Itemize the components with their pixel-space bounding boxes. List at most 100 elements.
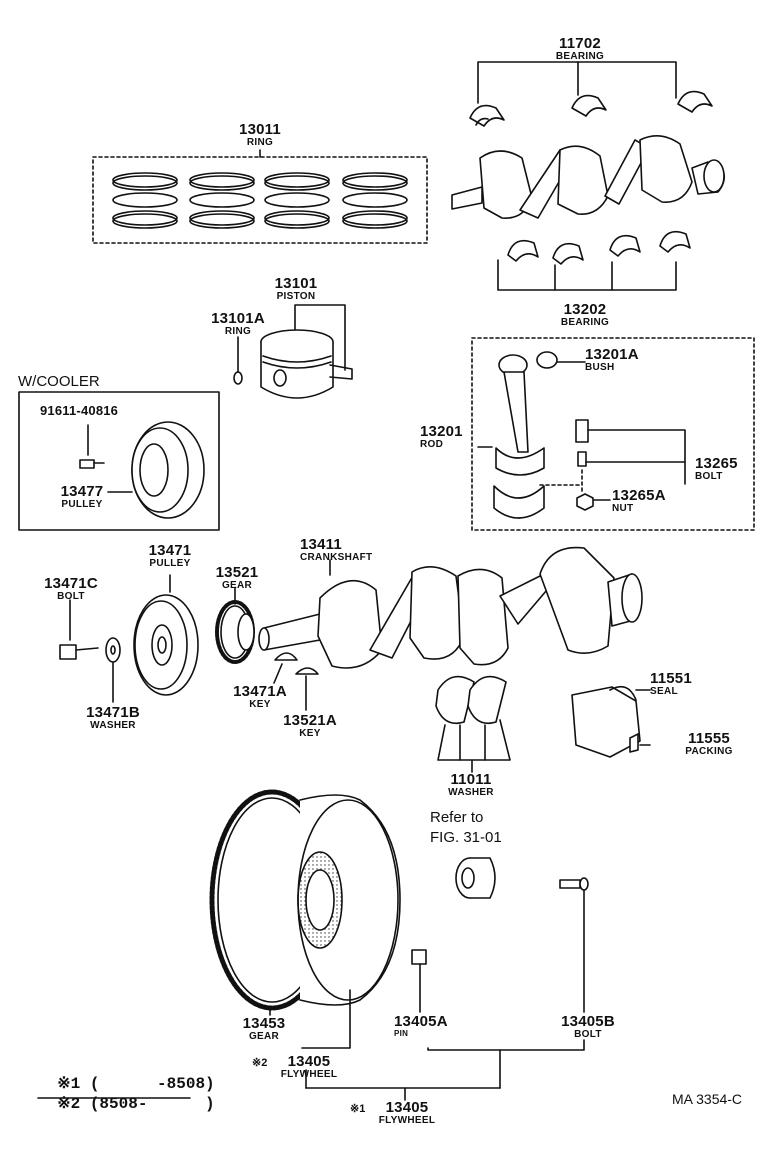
label-bolt-91611: 91611-40816 — [40, 404, 118, 417]
pulley-bolt-drawing — [59, 599, 121, 703]
part-name: BEARING — [555, 51, 605, 62]
cooler-box — [18, 391, 220, 531]
part-number: 11011 — [450, 771, 492, 788]
rod-assembly-box — [471, 337, 755, 531]
label-bolt-13471c: 13471C BOLT — [38, 576, 104, 602]
label-bolt-13405b: 13405B BOLT — [556, 1014, 620, 1040]
cooler-pulley-drawing — [79, 421, 205, 519]
part-number: 13453 — [242, 1015, 286, 1032]
note-2: ※2 (8508- ) — [38, 1080, 215, 1113]
label-washer-13471b: 13471B WASHER — [82, 705, 144, 731]
label-pin-13405a: 13405A PIN — [394, 1014, 448, 1038]
label-seal-11551: 11551 SEAL — [650, 671, 692, 697]
part-name: PISTON — [276, 291, 316, 302]
note-1: ※1 ( -8508) — [38, 1060, 215, 1093]
label-washer-11011: 11011 WASHER — [438, 772, 504, 798]
part-name: GEAR — [248, 1031, 280, 1042]
part-name: RING — [224, 326, 252, 337]
part-name: ROD — [420, 439, 444, 450]
crankshaft-main-drawing — [258, 546, 643, 669]
part-number: 13471B — [86, 704, 140, 721]
part-name: FLYWHEEL — [280, 1069, 338, 1080]
crank-pulley-drawing — [133, 574, 199, 696]
part-number: 13101A — [211, 310, 265, 327]
part-number: 13202 — [563, 301, 607, 318]
part-name: BEARING — [560, 317, 610, 328]
part-number: 13265A — [612, 487, 666, 504]
thrust-washer-drawing — [435, 675, 511, 773]
label-key-13471a: 13471A KEY — [228, 684, 292, 710]
part-number: 13471 — [148, 542, 192, 559]
label-gear-13521: 13521 GEAR — [210, 565, 264, 591]
cooler-title: W/COOLER — [18, 373, 100, 390]
label-packing-11555: 11555 PACKING — [676, 731, 742, 757]
label-crankshaft-13411: 13411 CRANKSHAFT — [300, 537, 372, 563]
part-number: 11551 — [650, 670, 692, 687]
part-name: CRANKSHAFT — [300, 552, 373, 563]
bearing-lower-leader-lines — [497, 259, 677, 291]
label-ring-13101a: 13101A RING — [200, 311, 276, 337]
part-number: 11555 — [688, 730, 730, 747]
seal-packing-drawing — [571, 685, 651, 758]
piston-drawing — [233, 304, 353, 399]
part-name: FLYWHEEL — [378, 1115, 436, 1126]
label-piston-13101: 13101 PISTON — [256, 276, 336, 302]
part-number: 13101 — [274, 275, 318, 292]
part-name: SEAL — [650, 686, 678, 697]
keys-drawing — [273, 652, 319, 711]
label-flywheel-13405-1: 13405 FLYWHEEL — [376, 1100, 438, 1126]
part-name: GEAR — [221, 580, 253, 591]
part-number: 13405 — [385, 1099, 429, 1116]
connecting-rod-drawing — [477, 351, 686, 519]
crankshaft-upper-drawing — [451, 135, 726, 219]
label-flywheel-13405-2: 13405 FLYWHEEL — [278, 1054, 340, 1080]
flywheel1-mark: ※1 — [350, 1103, 366, 1115]
flywheel-drawing — [209, 789, 585, 1101]
part-number: 13521 — [215, 564, 259, 581]
part-number: 13011 — [239, 121, 281, 138]
part-number: 13521A — [283, 712, 337, 729]
label-rod-13201: 13201 ROD — [420, 424, 463, 450]
part-number: 13265 — [695, 455, 738, 472]
label-bearing-13202: 13202 BEARING — [540, 302, 630, 328]
label-gear-13453: 13453 GEAR — [232, 1016, 296, 1042]
part-number: 13411 — [300, 536, 342, 553]
part-name: WASHER — [90, 720, 136, 731]
part-number: 11702 — [559, 35, 601, 52]
label-pulley-13477: 13477 PULLEY — [56, 484, 108, 510]
flywheel2-mark: ※2 — [252, 1057, 268, 1069]
part-name: NUT — [612, 503, 634, 514]
piston-ring-sets — [112, 172, 408, 229]
part-number: 13405 — [287, 1053, 331, 1070]
part-name: BOLT — [574, 1029, 602, 1040]
part-name: KEY — [249, 699, 271, 710]
ring-set-box — [92, 156, 428, 244]
bearing-lower-shells — [507, 230, 691, 265]
note-range: ( -8508) — [89, 1075, 215, 1093]
label-bush-13201a: 13201A BUSH — [585, 347, 639, 373]
part-number: 13201A — [585, 346, 639, 363]
part-number: 13477 — [60, 483, 104, 500]
refer-note-line2: FIG. 31-01 — [430, 829, 502, 846]
part-name: KEY — [299, 728, 321, 739]
part-name: PULLEY — [61, 499, 103, 510]
part-name: PULLEY — [149, 558, 191, 569]
part-number: 91611-40816 — [40, 403, 119, 418]
part-name: BOLT — [57, 591, 85, 602]
label-bolt-13265: 13265 BOLT — [695, 456, 738, 482]
part-number: 13405A — [394, 1013, 448, 1030]
part-number: 13471A — [233, 683, 287, 700]
note-mark: ※2 — [57, 1095, 81, 1113]
note-range: (8508- ) — [89, 1095, 215, 1113]
part-number: 13405B — [561, 1013, 615, 1030]
figure-code: MA 3354-C — [672, 1091, 743, 1107]
part-name: BUSH — [585, 362, 615, 373]
label-bearing-11702: 11702 BEARING — [540, 36, 620, 62]
label-nut-13265a: 13265A NUT — [612, 488, 666, 514]
label-key-13521a: 13521A KEY — [278, 713, 342, 739]
part-number: 13471C — [44, 575, 98, 592]
part-name: PIN — [394, 1029, 409, 1038]
label-ring-13011: 13011 RING — [220, 122, 300, 148]
refer-note-line1: Refer to — [430, 809, 484, 826]
